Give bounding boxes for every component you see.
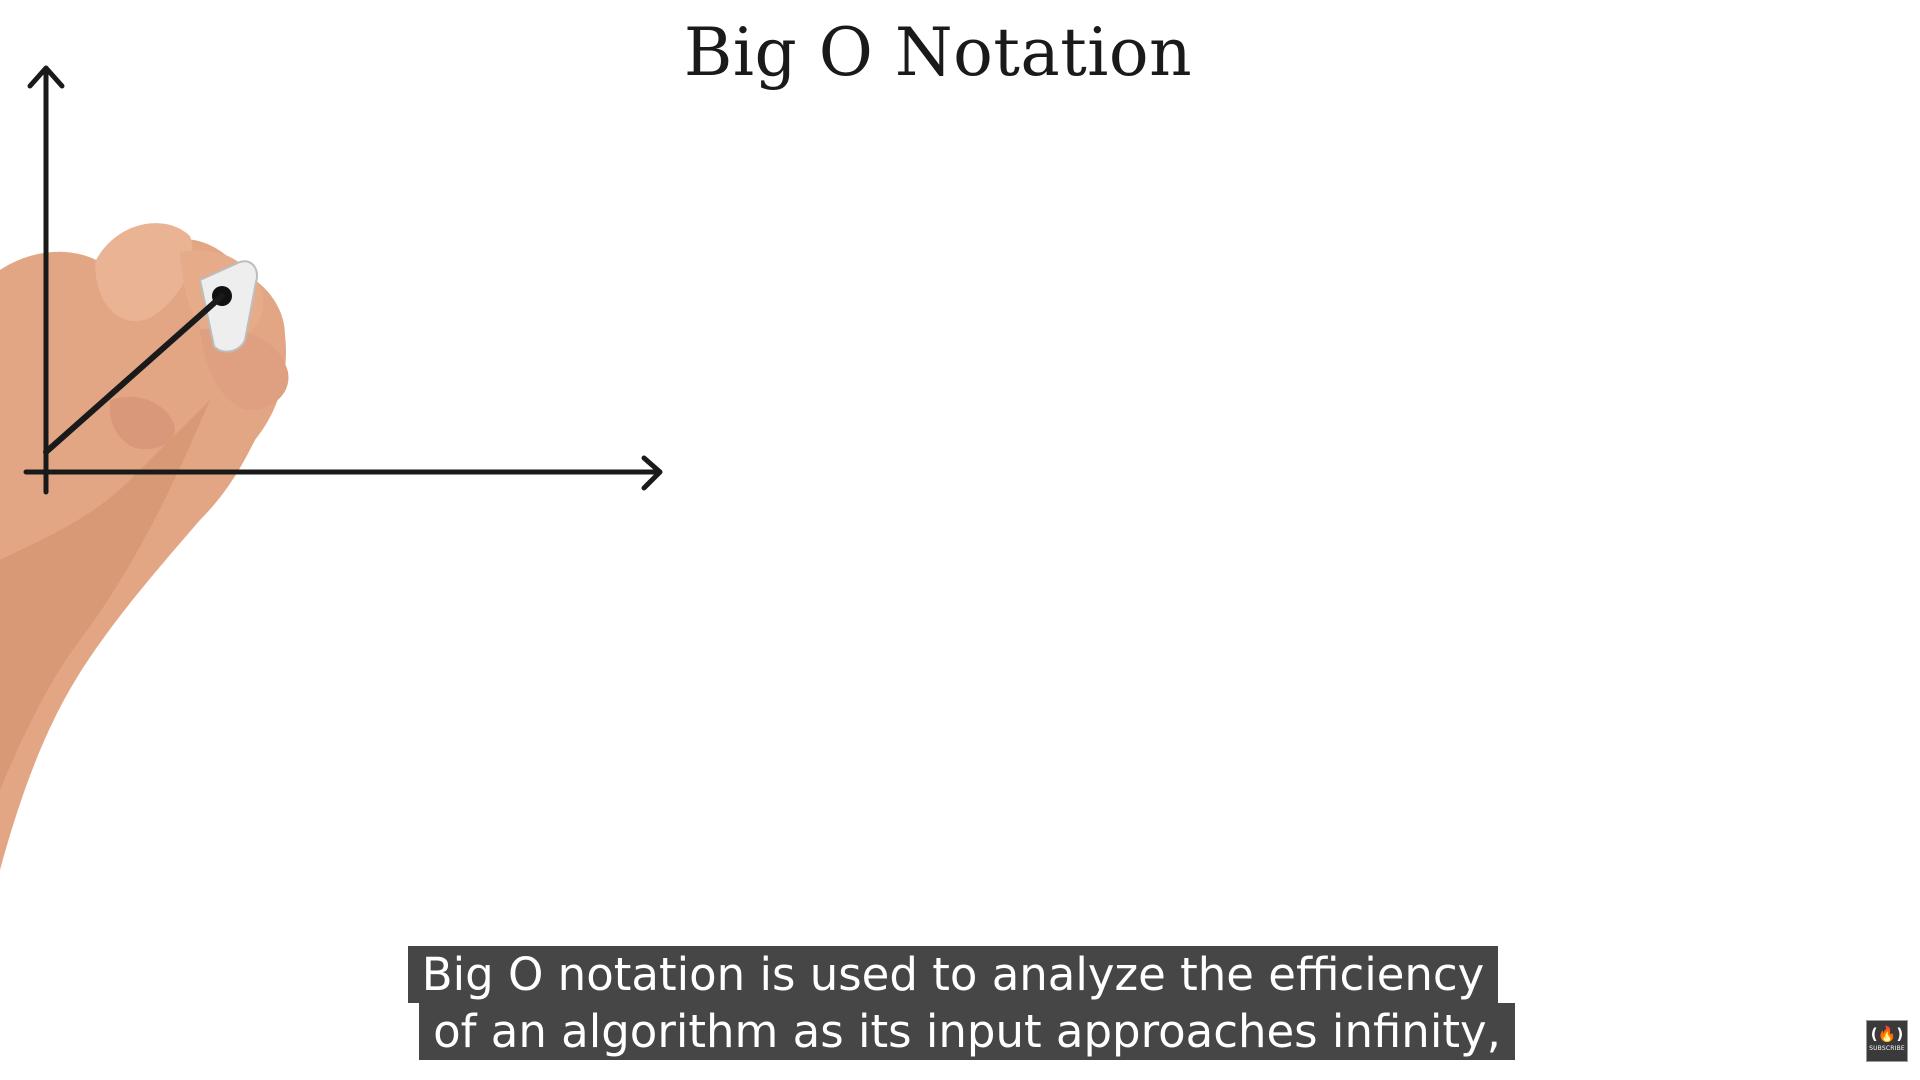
caption-line-2: of an algorithm as its input approaches … bbox=[419, 1003, 1515, 1060]
closed-captions: Big O notation is used to analyze the ef… bbox=[0, 946, 1920, 1060]
hand-palm bbox=[0, 227, 286, 870]
growth-curve-line bbox=[43, 293, 225, 455]
subscribe-watermark[interactable]: (🔥) SUBSCRIBE bbox=[1866, 1020, 1908, 1062]
x-axis-arrowhead bbox=[641, 455, 663, 491]
y-axis-arrowhead bbox=[27, 65, 65, 89]
hand-shadow bbox=[0, 400, 210, 790]
caption-line-1: Big O notation is used to analyze the ef… bbox=[407, 946, 1499, 1003]
hand-with-marker bbox=[0, 223, 289, 870]
hand-knuckle bbox=[109, 396, 175, 450]
hand-finger bbox=[95, 223, 193, 322]
slide-title: Big O Notation bbox=[683, 14, 1193, 91]
marker-body bbox=[198, 260, 258, 353]
subscribe-label: SUBSCRIBE bbox=[1869, 1045, 1905, 1052]
freecodecamp-flame-icon: (🔥) bbox=[1870, 1025, 1904, 1043]
